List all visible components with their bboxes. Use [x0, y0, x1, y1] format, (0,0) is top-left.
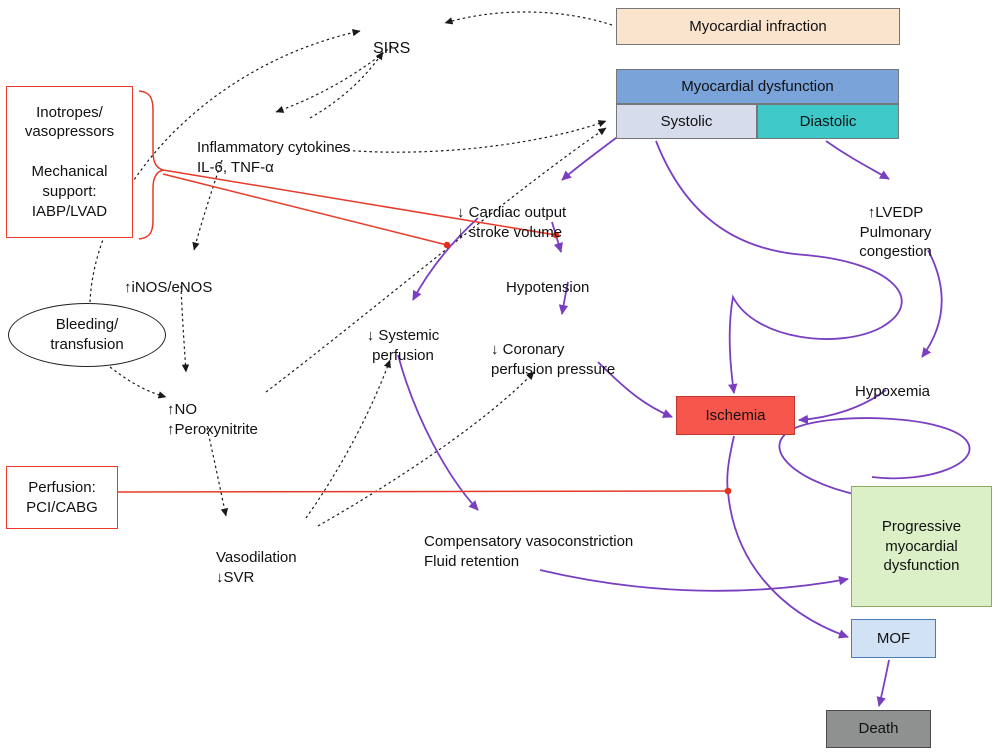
mof-box: MOF — [851, 619, 936, 658]
systolic-box: Systolic — [616, 104, 757, 139]
sirs-label: SIRS — [373, 40, 411, 58]
systemic-perfusion-label: ↓ Systemic perfusion — [366, 326, 440, 364]
arrow-systolic-loop-to-ischemia — [655, 140, 903, 394]
arrow-ischemia-to-mof — [726, 435, 849, 639]
bleeding-transfusion-label: Bleeding/ transfusion — [50, 316, 124, 353]
arrow-systolic-to-cardiac-output — [561, 131, 625, 181]
arrow-bleeding-to-no — [109, 366, 167, 399]
hypotension-label: Hypotension — [506, 278, 590, 296]
arrow-no-to-systolic — [265, 127, 607, 393]
coronary-perfusion-label: ↓ Coronary perfusion pressure — [491, 340, 616, 378]
arrow-cardiac-output-to-systemic-perfusion — [412, 217, 479, 301]
arrow-diastolic-to-lvedp — [825, 140, 890, 180]
arrow-systemic-perfusion-to-compensatory — [397, 354, 479, 511]
arrow-no-to-vasodilation — [206, 427, 229, 517]
arrow-vasodilation-to-systemic-perfusion — [305, 359, 391, 519]
perfusion-treatment-label: Perfusion: PCI/CABG — [26, 478, 98, 516]
arrow-cytokines-to-sirs — [309, 51, 384, 119]
inhibit-pci-to-ischemia-path — [117, 487, 732, 495]
progressive-dysfunction-label: Progressive myocardial dysfunction — [881, 517, 962, 575]
arrow-cytokines-to-systolic — [341, 120, 607, 153]
lvedp-congestion-label: ↑LVEDP Pulmonary congestion — [859, 203, 932, 261]
arrow-vasodilation-to-coronary — [317, 371, 535, 527]
arrow-sirs-to-cytokines — [275, 45, 393, 113]
myocardial-infarction-box: Myocardial infraction — [616, 8, 900, 45]
inotropes-bracket — [138, 90, 166, 240]
myocardial-infarction-label: Myocardial infraction — [689, 17, 827, 35]
hypoxemia-label: Hypoxemia — [855, 382, 931, 400]
inhibit-inotropes-to-perfusion — [162, 173, 451, 249]
arrow-hypoxemia-to-ischemia — [798, 389, 887, 425]
bleeding-transfusion-ellipse: Bleeding/ transfusion — [8, 303, 166, 367]
no-peroxynitrite-label: ↑NO ↑Peroxynitrite — [167, 400, 258, 438]
inhibit-inotropes-to-hypotension — [162, 169, 560, 239]
perfusion-treatment-box: Perfusion: PCI/CABG — [6, 466, 118, 529]
death-box: Death — [826, 710, 931, 748]
systolic-label: Systolic — [660, 112, 713, 130]
diastolic-box: Diastolic — [757, 104, 899, 139]
arrow-mi-to-sirs — [444, 11, 613, 26]
ischemia-label: Ischemia — [705, 406, 766, 424]
cardiac-output-label: ↓ Cardiac output ↓ stroke volume — [457, 203, 567, 241]
inos-enos-label: ↑iNOS/eNOS — [124, 278, 213, 296]
progressive-dysfunction-box: Progressive myocardial dysfunction — [851, 486, 992, 607]
vicious-cycle-loop — [778, 417, 971, 496]
diastolic-label: Diastolic — [799, 112, 857, 130]
inotropes-support-box: Inotropes/ vasopressors Mechanical suppo… — [6, 86, 133, 238]
compensatory-label: Compensatory vasoconstriction Fluid rete… — [424, 532, 634, 570]
arrow-coronary-to-ischemia — [597, 361, 673, 418]
ischemia-box: Ischemia — [676, 396, 795, 435]
myocardial-dysfunction-label: Myocardial dysfunction — [681, 77, 834, 95]
mof-label: MOF — [876, 629, 911, 647]
death-label: Death — [858, 720, 899, 738]
arrow-lvedp-to-hypoxemia — [921, 249, 943, 358]
arrow-cytokines-to-inos — [192, 159, 223, 251]
inotropes-support-label: Inotropes/ vasopressors Mechanical suppo… — [24, 103, 115, 220]
myocardial-dysfunction-box: Myocardial dysfunction — [616, 69, 899, 104]
arrow-compensatory-to-progressive — [539, 569, 849, 592]
vasodilation-svr-label: Vasodilation ↓SVR — [216, 548, 297, 586]
arrow-hypotension-to-coronary — [558, 281, 569, 315]
arrow-mof-to-death — [876, 659, 890, 707]
arrow-inos-to-no — [180, 285, 190, 373]
inflammatory-cytokines-label: Inflammatory cytokines IL-6, TNF-α — [197, 138, 351, 176]
